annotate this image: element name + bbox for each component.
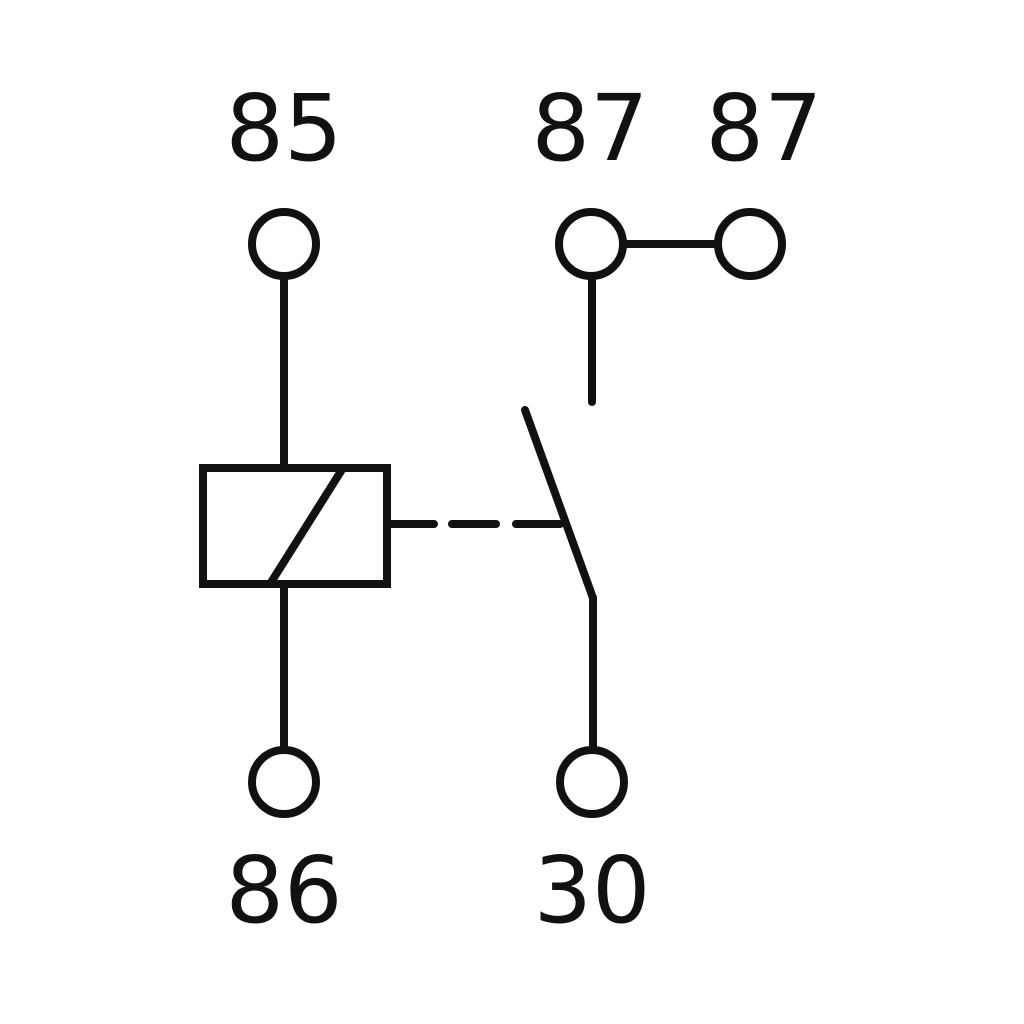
terminal-86 [248, 746, 320, 818]
terminal-30 [556, 746, 628, 818]
terminal-87-right [714, 208, 786, 280]
pin-label-86: 86 [225, 837, 342, 944]
pin-label-85: 85 [225, 75, 342, 182]
relay-coil [199, 464, 391, 588]
coil-slash [266, 465, 347, 587]
terminal-85 [248, 208, 320, 280]
pin-label-30: 30 [533, 837, 650, 944]
switch-arm [521, 406, 597, 602]
pin-label-87-right: 87 [705, 75, 822, 182]
pin-label-87-left: 87 [531, 75, 648, 182]
terminal-87-left [555, 208, 627, 280]
